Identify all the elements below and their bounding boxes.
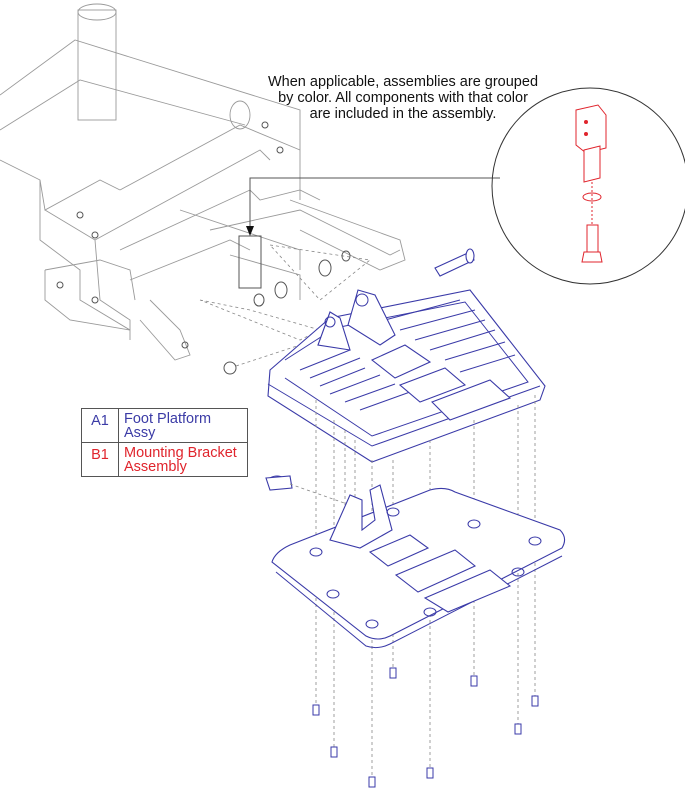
color-grouping-note: When applicable, assemblies are grouped … — [258, 74, 548, 122]
assembly-legend: A1 Foot Platform Assy B1 Mounting Bracke… — [81, 408, 248, 477]
legend-code: A1 — [81, 408, 119, 443]
note-line-2: by color. All components with that color — [278, 90, 528, 106]
legend-label: Mounting Bracket Assembly — [118, 442, 248, 477]
foot-platform — [267, 289, 546, 463]
legend-label: Foot Platform Assy — [118, 408, 248, 443]
legend-row-a1: A1 Foot Platform Assy — [81, 408, 248, 443]
note-line-1: When applicable, assemblies are grouped — [267, 74, 539, 90]
mounting-bracket-red — [575, 104, 607, 263]
chair-frame — [0, 3, 500, 375]
screws — [312, 667, 539, 788]
hardware-blue — [265, 248, 475, 491]
note-line-3: are included in the assembly. — [309, 106, 497, 122]
legend-code: B1 — [81, 442, 119, 477]
assembly-callout — [491, 87, 685, 285]
legend-row-b1: B1 Mounting Bracket Assembly — [81, 442, 248, 477]
mounting-plate — [271, 484, 566, 649]
